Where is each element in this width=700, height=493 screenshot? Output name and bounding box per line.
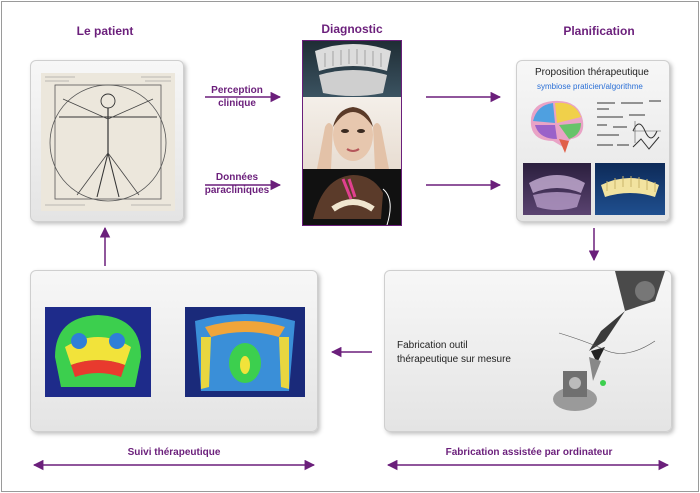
fabrication-text-line1: Fabrication outil [397,340,468,351]
robot-tool-image [545,271,671,431]
fabrication-text-line2: thérapeutique sur mesure [397,354,511,365]
label-fabrication-assistee: Fabrication assistée par ordinateur [445,447,613,458]
arrow-label-donnees-line2: paracliniques [204,185,270,196]
planification-subtitle: symbiose praticien/algorithme [537,82,643,91]
heading-diagnostic: Diagnostic [321,22,383,36]
diagnostic-images [302,40,402,226]
3d-teeth-model-image [595,163,665,215]
fabrication-panel: Fabrication outil thérapeutique sur mesu… [384,270,672,432]
heatmap-palate-image [185,307,305,397]
arrow-label-donnees: Données paracliniques [200,171,274,197]
patient-panel [30,60,184,222]
equations-image [593,95,665,157]
ct-scan-image [303,169,401,225]
panoramic-xray-image [523,163,591,215]
heading-patient: Le patient [76,24,134,38]
planification-panel: Proposition thérapeutique symbiose prati… [516,60,670,222]
planification-title: Proposition thérapeutique [535,67,649,78]
arrow-label-donnees-line1: Données [215,172,259,183]
arrow-label-perception: Perception clinique [200,84,274,110]
heading-planification: Planification [563,24,635,38]
brain-image [523,95,589,157]
vitruvian-man-image [41,73,175,211]
dental-arch-image [303,41,401,97]
label-suivi-therapeutique: Suivi thérapeutique [127,447,221,458]
arrow-label-perception-line2: clinique [218,98,256,109]
face-image [303,97,401,169]
arrow-label-perception-line1: Perception [211,85,263,96]
heatmap-skull-image [45,307,151,397]
suivi-panel [30,270,318,432]
